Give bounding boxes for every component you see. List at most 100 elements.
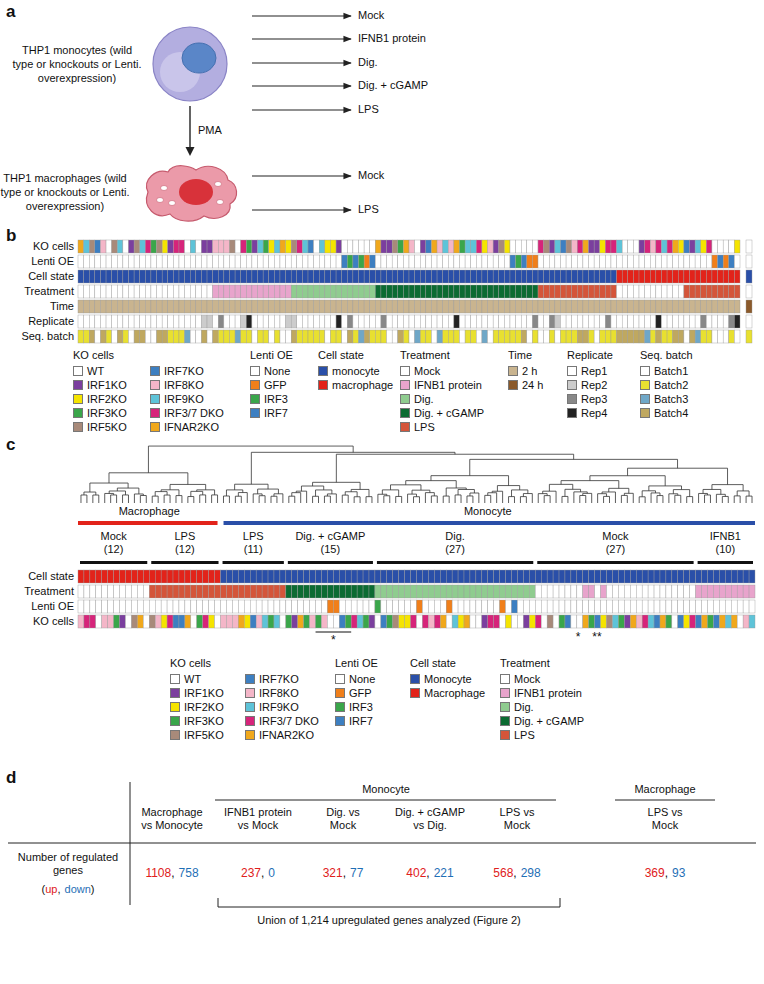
dendrogram-branch: [289, 496, 295, 503]
track-cell: [527, 300, 533, 313]
legend-item: IRF2KO: [170, 701, 224, 713]
dendrogram-branch: [316, 490, 332, 496]
track-cell: [263, 255, 269, 268]
track-cell: [411, 615, 417, 628]
track-cell: [108, 585, 114, 598]
track-cell: [544, 240, 550, 253]
track-cell: [656, 255, 662, 268]
track-cell: [123, 330, 129, 343]
track-cell: [559, 615, 565, 628]
track-cell: [325, 330, 331, 343]
track-cell: [661, 315, 667, 328]
dendrogram-branch: [238, 493, 247, 503]
track-cell: [250, 585, 256, 598]
track-cell: [168, 240, 174, 253]
track-cell: [201, 240, 207, 253]
track-cell: [191, 600, 197, 613]
track-cell: [661, 270, 667, 283]
track-cell: [151, 285, 157, 298]
track-cell: [645, 315, 651, 328]
dendrogram-branch: [109, 491, 125, 495]
track-cell: [719, 570, 725, 583]
track-cell: [151, 255, 157, 268]
track-cell: [387, 240, 393, 253]
track-cell: [291, 315, 297, 328]
annotation-track: [78, 330, 752, 343]
track-cell: [134, 255, 140, 268]
dendrogram-branch: [562, 496, 568, 503]
track-label: Lenti OE: [31, 255, 74, 268]
cell-illustration: [150, 24, 230, 104]
track-cell: [168, 330, 174, 343]
track-cell: [238, 615, 244, 628]
track-cell: [510, 315, 516, 328]
track-cell: [321, 600, 327, 613]
track-cell: [488, 255, 494, 268]
track-cell: [622, 330, 628, 343]
track-cell: [120, 585, 126, 598]
vesicle: [217, 200, 224, 205]
track-cell: [114, 585, 120, 598]
track-cell: [565, 570, 571, 583]
track-cell: [381, 585, 387, 598]
gene-count: ,: [343, 866, 346, 880]
track-cell: [706, 255, 712, 268]
track-cell: [555, 300, 561, 313]
track-cell: [392, 330, 398, 343]
track-cell: [325, 255, 331, 268]
track-cell: [555, 330, 561, 343]
track-cell: [642, 570, 648, 583]
track-cell: [84, 240, 90, 253]
track-cell: [131, 615, 137, 628]
track-cell: [678, 585, 684, 598]
process-arrow: [186, 106, 195, 156]
track-cell: [399, 570, 405, 583]
track-cell: [589, 600, 595, 613]
track-cell: [185, 270, 191, 283]
track-cell: [173, 615, 179, 628]
track-cell: [611, 285, 617, 298]
legend-item: Batch4: [640, 407, 688, 419]
track-cell: [185, 585, 191, 598]
track-cell: [743, 570, 749, 583]
track-cell: [375, 570, 381, 583]
track-cell: [185, 615, 191, 628]
track-label: Lenti OE: [31, 600, 74, 613]
track-cell: [308, 255, 314, 268]
legend-heading: Lenti OE: [250, 349, 293, 362]
dendrogram-branch: [543, 491, 556, 503]
track-cell: [476, 330, 482, 343]
legend-swatch: [150, 422, 160, 432]
dendrogram-branch: [342, 495, 348, 503]
track-cell: [369, 615, 375, 628]
track-cell: [636, 600, 642, 613]
track-cell: [314, 285, 320, 298]
track-cell: [179, 615, 185, 628]
panel-letter: c: [6, 435, 15, 455]
cell-caption: THP1 macrophages (wild type or knockouts…: [0, 172, 130, 213]
track-cell: [661, 285, 667, 298]
track-cell: [196, 270, 202, 283]
legend-item: Rep4: [567, 407, 607, 419]
track-cell: [571, 615, 577, 628]
nucleus: [182, 43, 216, 73]
legend-item: IRF3/7 DKO: [150, 407, 224, 419]
track-cell: [131, 570, 137, 583]
treatment-arrow: [252, 15, 351, 16]
track-cell: [381, 615, 387, 628]
track-cell: [594, 330, 600, 343]
track-cell: [258, 255, 264, 268]
track-cell: [353, 285, 359, 298]
track-cell: [252, 240, 258, 253]
track-cell: [499, 300, 505, 313]
legend-label: Rep3: [581, 393, 607, 405]
dendrogram-branch: [336, 454, 573, 482]
track-cell: [420, 330, 426, 343]
track-cell: [482, 615, 488, 628]
track-cell: [532, 315, 538, 328]
track-cell: [684, 300, 690, 313]
track-cell: [364, 270, 370, 283]
legend-item: LPS: [400, 421, 435, 433]
legend-label: GFP: [264, 379, 287, 391]
group-bar: [377, 561, 533, 564]
